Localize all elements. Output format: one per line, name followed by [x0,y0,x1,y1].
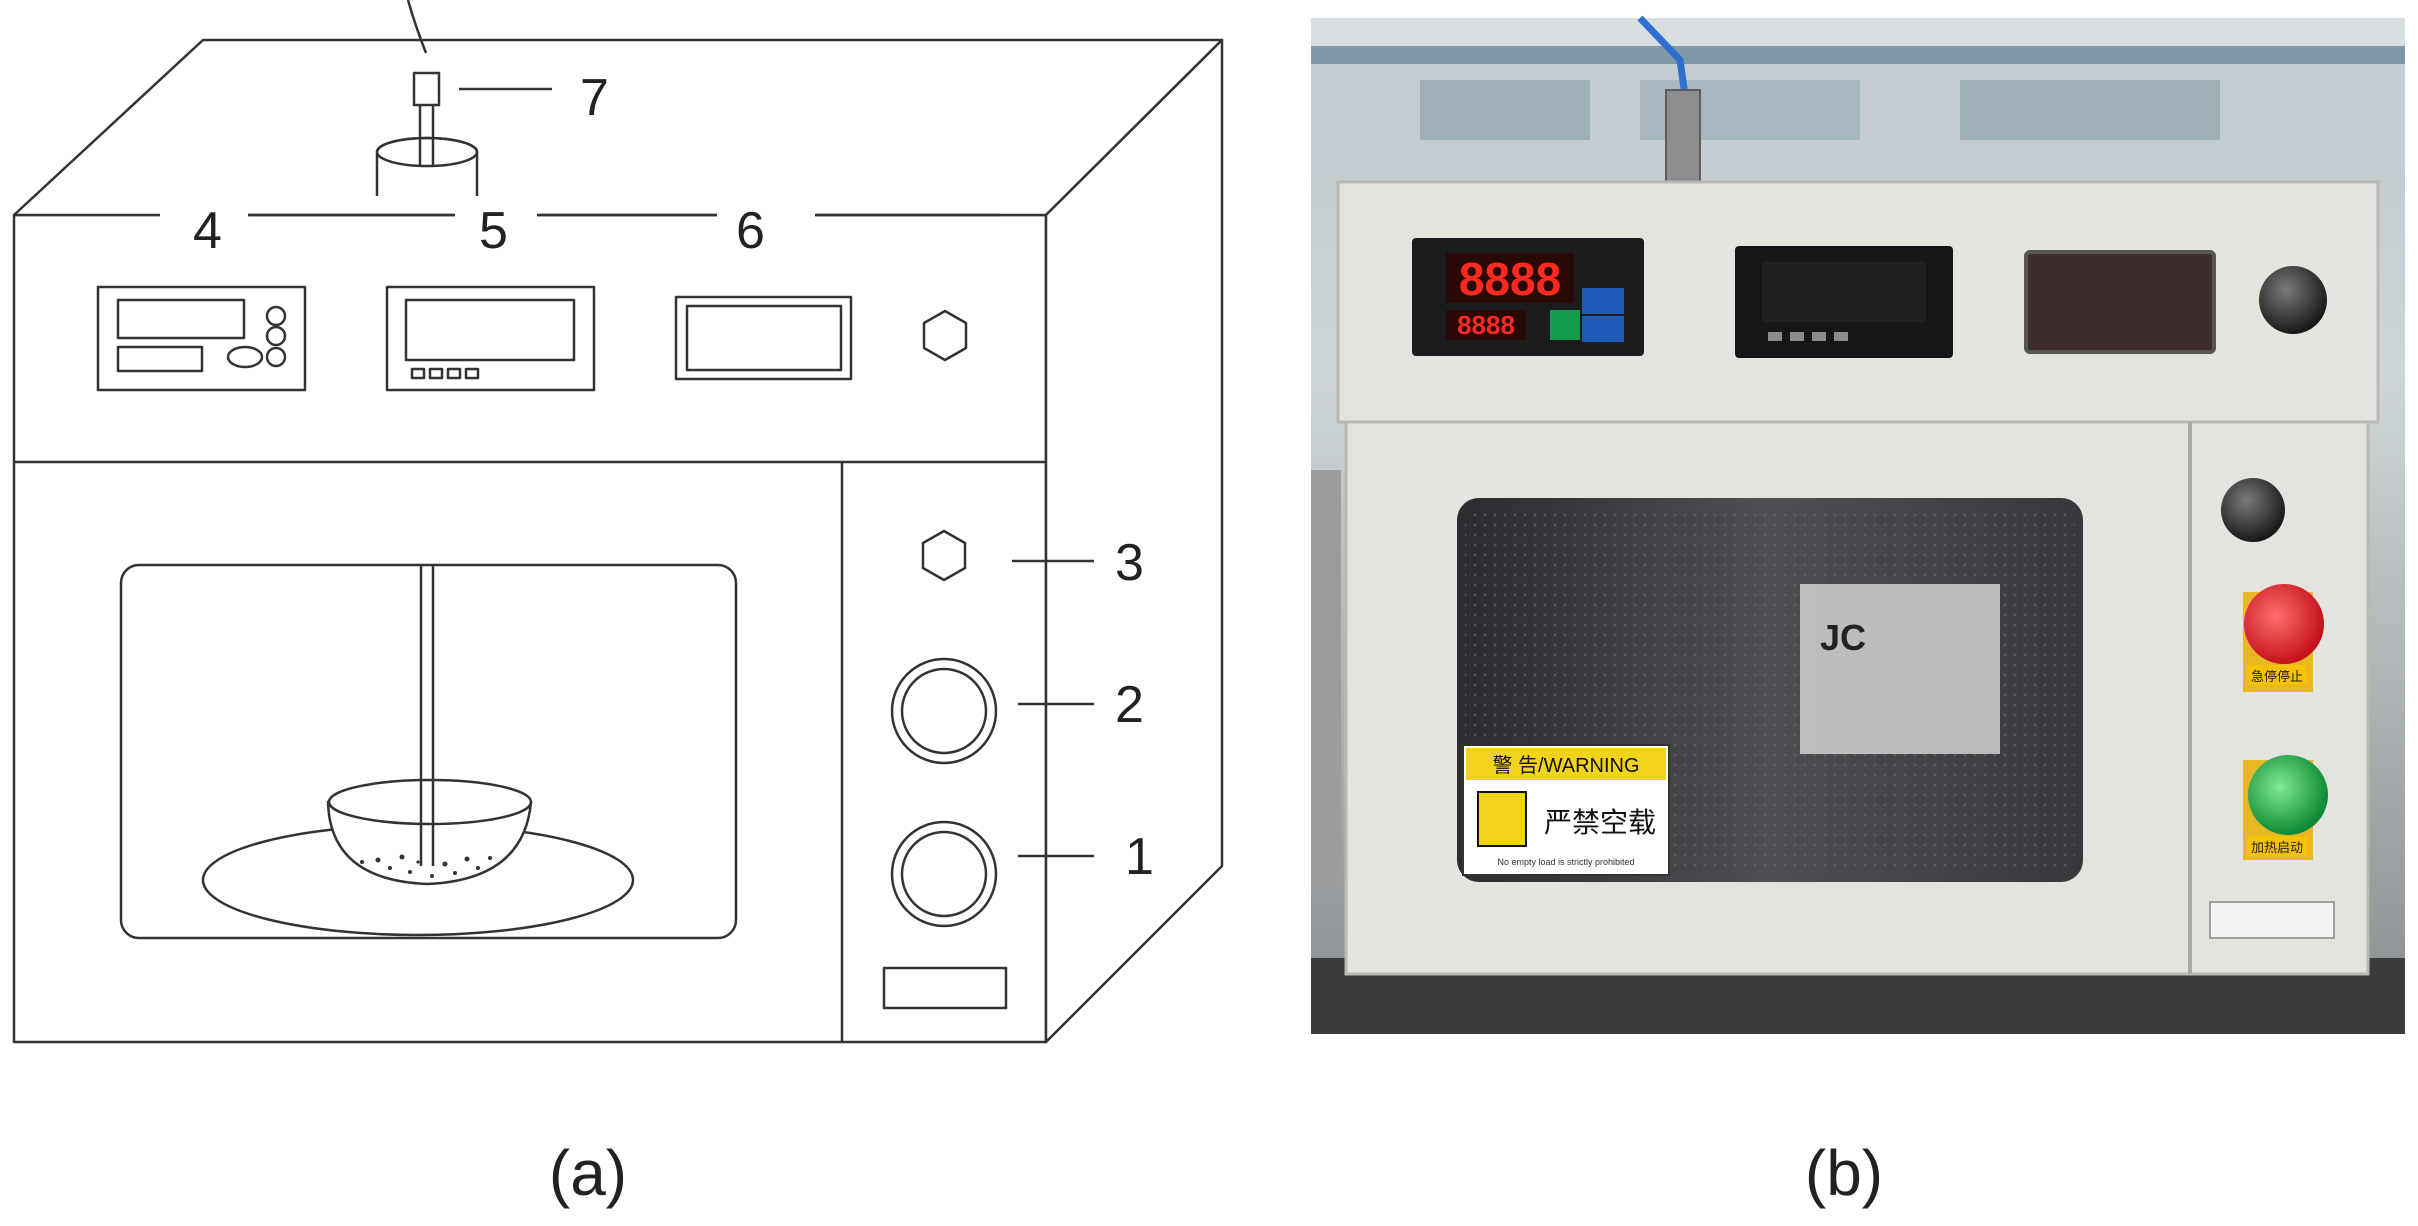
cabinet-side-face [1044,38,1224,1044]
photo-knob-side-icon [2221,478,2285,542]
callout-2: 2 [1115,676,1144,734]
callout-4: 4 [193,202,222,260]
photo-knob-top-icon [2259,266,2327,334]
sample-particles [360,854,492,878]
panel-a-caption: (a) [549,1137,627,1209]
warning-main-text: 严禁空载 [1544,807,1656,838]
photo-warning-label: 警 告/WARNING 严禁空载 No empty load is strict… [1462,744,1670,876]
photo-nameplate [2209,901,2335,939]
photo-green-button: 加热启动 [2243,755,2328,860]
callout-lines [160,87,1094,858]
nameplate [882,966,1008,1010]
warning-small-text: No empty load is strictly prohibited [1497,857,1634,867]
photo-red-button: 急停停止 [2243,584,2324,692]
photo-door-brand: JC [1820,617,1866,658]
photo-panel: 8888 8888 JC [1311,15,2405,1034]
photo-controller-4: 8888 8888 [1412,238,1644,356]
photo-controller-5 [1735,246,1953,358]
crucible-bowl [326,800,533,886]
power-knob-icon [922,309,968,362]
callout-1: 1 [1125,828,1154,886]
stop-button-label: 急停停止 [2251,669,2303,684]
button-1 [890,820,998,928]
cabinet-top-face [12,38,1224,217]
callout-labels: 4 5 6 7 3 2 1 [193,69,1154,886]
schematic-panel [12,0,1224,1044]
start-button-label: 加热启动 [2251,840,2303,855]
sensor-7-probe [375,0,479,196]
photo-display-main: 8888 [1459,253,1561,305]
warning-header: 警 告/WARNING [1492,754,1639,777]
instrument-4-controller [96,285,307,392]
photo-display-6 [2024,250,2216,354]
instrument-6-display [674,295,853,381]
photo-display-sub: 8888 [1457,310,1515,340]
callout-5: 5 [479,202,508,260]
panel-b-caption: (b) [1805,1137,1883,1209]
callout-3: 3 [1115,534,1144,592]
control-knob-3-icon [921,529,967,582]
button-2 [890,657,998,765]
instrument-5-meter [385,285,596,392]
callout-7: 7 [580,69,609,127]
callout-6: 6 [736,202,765,260]
